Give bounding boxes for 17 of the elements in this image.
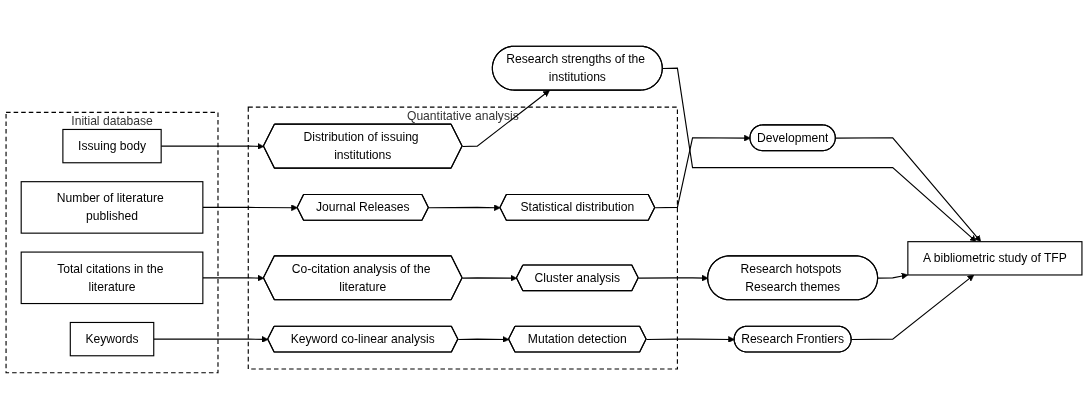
arrow — [153, 336, 269, 343]
arrow — [877, 272, 909, 280]
arrow — [461, 90, 550, 148]
arrow — [202, 274, 265, 282]
node-box: Issuing body — [62, 128, 162, 164]
arrow — [835, 137, 982, 242]
node-box: Number of literature published — [20, 181, 204, 234]
node-box: Total citations in the literature — [20, 251, 204, 305]
node-box: Keywords — [69, 321, 155, 357]
arrow — [461, 274, 518, 282]
arrow — [457, 336, 510, 343]
arrow — [662, 67, 977, 242]
arrow — [428, 204, 501, 212]
arrow — [202, 204, 298, 212]
node-box: A bibliometric study of TFP — [907, 241, 1083, 276]
arrow — [654, 134, 751, 209]
arrow — [645, 336, 735, 343]
